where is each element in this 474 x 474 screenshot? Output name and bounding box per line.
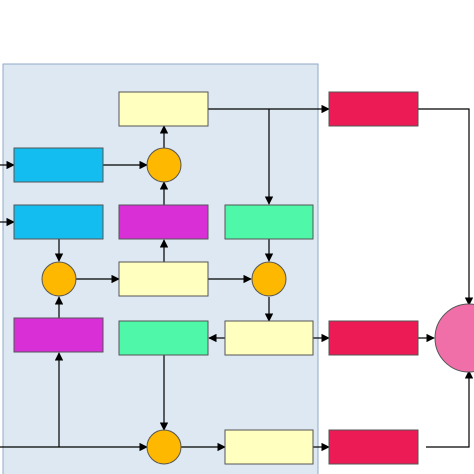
top-yellow-box <box>118 91 209 127</box>
right-sum-junction <box>251 261 287 297</box>
center-yellow-box <box>118 261 209 297</box>
connector-top-crimson-to-output <box>418 108 474 306</box>
lower-yellow-box <box>224 320 314 356</box>
left-magenta-box <box>13 317 104 353</box>
top-right-crimson-box <box>328 91 419 127</box>
bottom-yellow-box <box>224 429 314 465</box>
right-mint-box <box>224 204 314 240</box>
upper-sum-junction <box>146 147 182 183</box>
lower-mint-box <box>118 320 209 356</box>
middle-crimson-box <box>328 320 419 356</box>
bottom-sum-junction <box>146 429 182 465</box>
connector-bottom-crimson-to-output <box>426 370 474 448</box>
connectors <box>0 104 474 452</box>
junctions <box>41 147 474 465</box>
blocks <box>13 91 419 465</box>
left-sum-junction <box>41 261 77 297</box>
upper-cyan-box <box>13 147 104 183</box>
center-magenta-box <box>118 204 209 240</box>
output-pink-circle <box>434 303 474 373</box>
lower-cyan-box <box>13 204 104 240</box>
bottom-crimson-box <box>328 429 419 465</box>
